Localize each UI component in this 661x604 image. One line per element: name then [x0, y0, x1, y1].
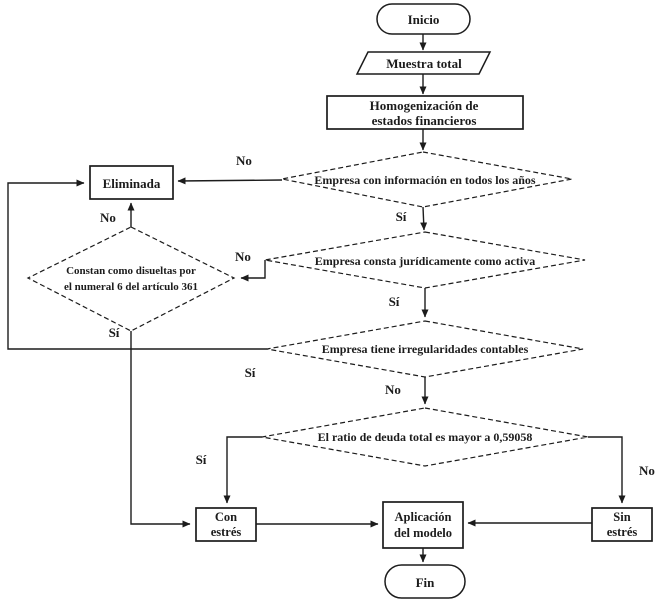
edge-dirregularidades-si-eliminada — [7, 179, 267, 350]
ratio-label: El ratio de deuda total es mayor a 0,590… — [318, 430, 533, 444]
aplicacion-label-line1: Aplicación — [395, 510, 452, 524]
eliminada-rect-shape — [89, 165, 174, 200]
label-ratio-si: Sí — [196, 452, 207, 467]
edge-dinformacion-si-dactiva — [420, 206, 428, 231]
label-informacion-no: No — [236, 153, 252, 168]
node-con-estres: Con estrés — [195, 507, 257, 542]
eliminada-label: Eliminada — [103, 176, 161, 191]
label-activa-no: No — [235, 249, 251, 264]
muestra-label: Muestra total — [386, 56, 462, 71]
homogenizacion-label-line1: Homogenización de — [370, 98, 479, 113]
decision-disueltas: Constan como disueltas por el numeral 6 … — [26, 226, 236, 332]
muestra-parallelogram-shape — [355, 51, 492, 75]
con-estres-rect-shape — [195, 507, 257, 542]
edges — [7, 34, 626, 563]
node-sin-estres: Sin estrés — [591, 507, 653, 542]
edge-dratio-si-conestres — [223, 436, 262, 504]
label-disueltas-si: Sí — [109, 325, 120, 340]
label-disueltas-no: No — [100, 210, 116, 225]
label-irregularidades-no: No — [385, 382, 401, 397]
irregularidades-label: Empresa tiene irregularidades contables — [322, 342, 529, 356]
decision-irregularidades: Empresa tiene irregularidades contables — [266, 320, 584, 378]
ratio-diamond-shape — [261, 407, 589, 467]
sin-estres-label-line1: Sin — [613, 510, 630, 524]
decision-informacion: Empresa con información en todos los año… — [281, 151, 573, 208]
aplicacion-rect-shape — [382, 501, 464, 549]
homogenizacion-label-line2: estados financieros — [372, 113, 477, 128]
informacion-diamond-shape — [281, 151, 573, 208]
edge-ddisueltas-si-conestres — [130, 331, 191, 528]
fin-terminator-shape — [384, 564, 466, 599]
irregularidades-diamond-shape — [266, 320, 584, 378]
decision-ratio: El ratio de deuda total es mayor a 0,590… — [261, 407, 589, 467]
disueltas-diamond-shape — [26, 226, 236, 332]
node-aplicacion: Aplicación del modelo — [382, 501, 464, 549]
decision-activa: Empresa consta jurídicamente como activa — [264, 231, 586, 289]
activa-diamond-shape — [264, 231, 586, 289]
edge-labels: No Sí No Sí No Sí Sí No Sí No — [100, 153, 655, 478]
inicio-label: Inicio — [408, 12, 440, 27]
con-estres-label-line2: estrés — [211, 525, 242, 539]
node-homogenizacion: Homogenización de estados financieros — [326, 95, 524, 130]
con-estres-label-line1: Con — [215, 510, 237, 524]
informacion-label: Empresa con información en todos los año… — [314, 173, 535, 187]
sin-estres-rect-shape — [591, 507, 653, 542]
disueltas-label-line1: Constan como disueltas por — [66, 265, 196, 277]
activa-label: Empresa consta jurídicamente como activa — [315, 254, 535, 268]
aplicacion-label-line2: del modelo — [394, 526, 452, 540]
node-fin: Fin — [384, 564, 466, 599]
homogenizacion-rect-shape — [326, 95, 524, 130]
edge-dratio-no-sinestres — [588, 436, 626, 504]
node-muestra-total: Muestra total — [355, 51, 492, 75]
label-informacion-si: Sí — [396, 209, 407, 224]
fin-label: Fin — [416, 575, 436, 590]
label-irregularidades-si: Sí — [245, 365, 256, 380]
edge-dinformacion-no-eliminada — [177, 177, 283, 185]
disueltas-label-line2: el numeral 6 del artículo 361 — [64, 281, 198, 293]
label-ratio-no: No — [639, 463, 655, 478]
inicio-terminator-shape — [376, 3, 471, 35]
sin-estres-label-line2: estrés — [607, 525, 638, 539]
node-inicio: Inicio — [376, 3, 471, 35]
label-activa-si: Sí — [389, 294, 400, 309]
node-eliminada: Eliminada — [89, 165, 174, 200]
edge-dactiva-no-ddisueltas — [240, 260, 266, 282]
